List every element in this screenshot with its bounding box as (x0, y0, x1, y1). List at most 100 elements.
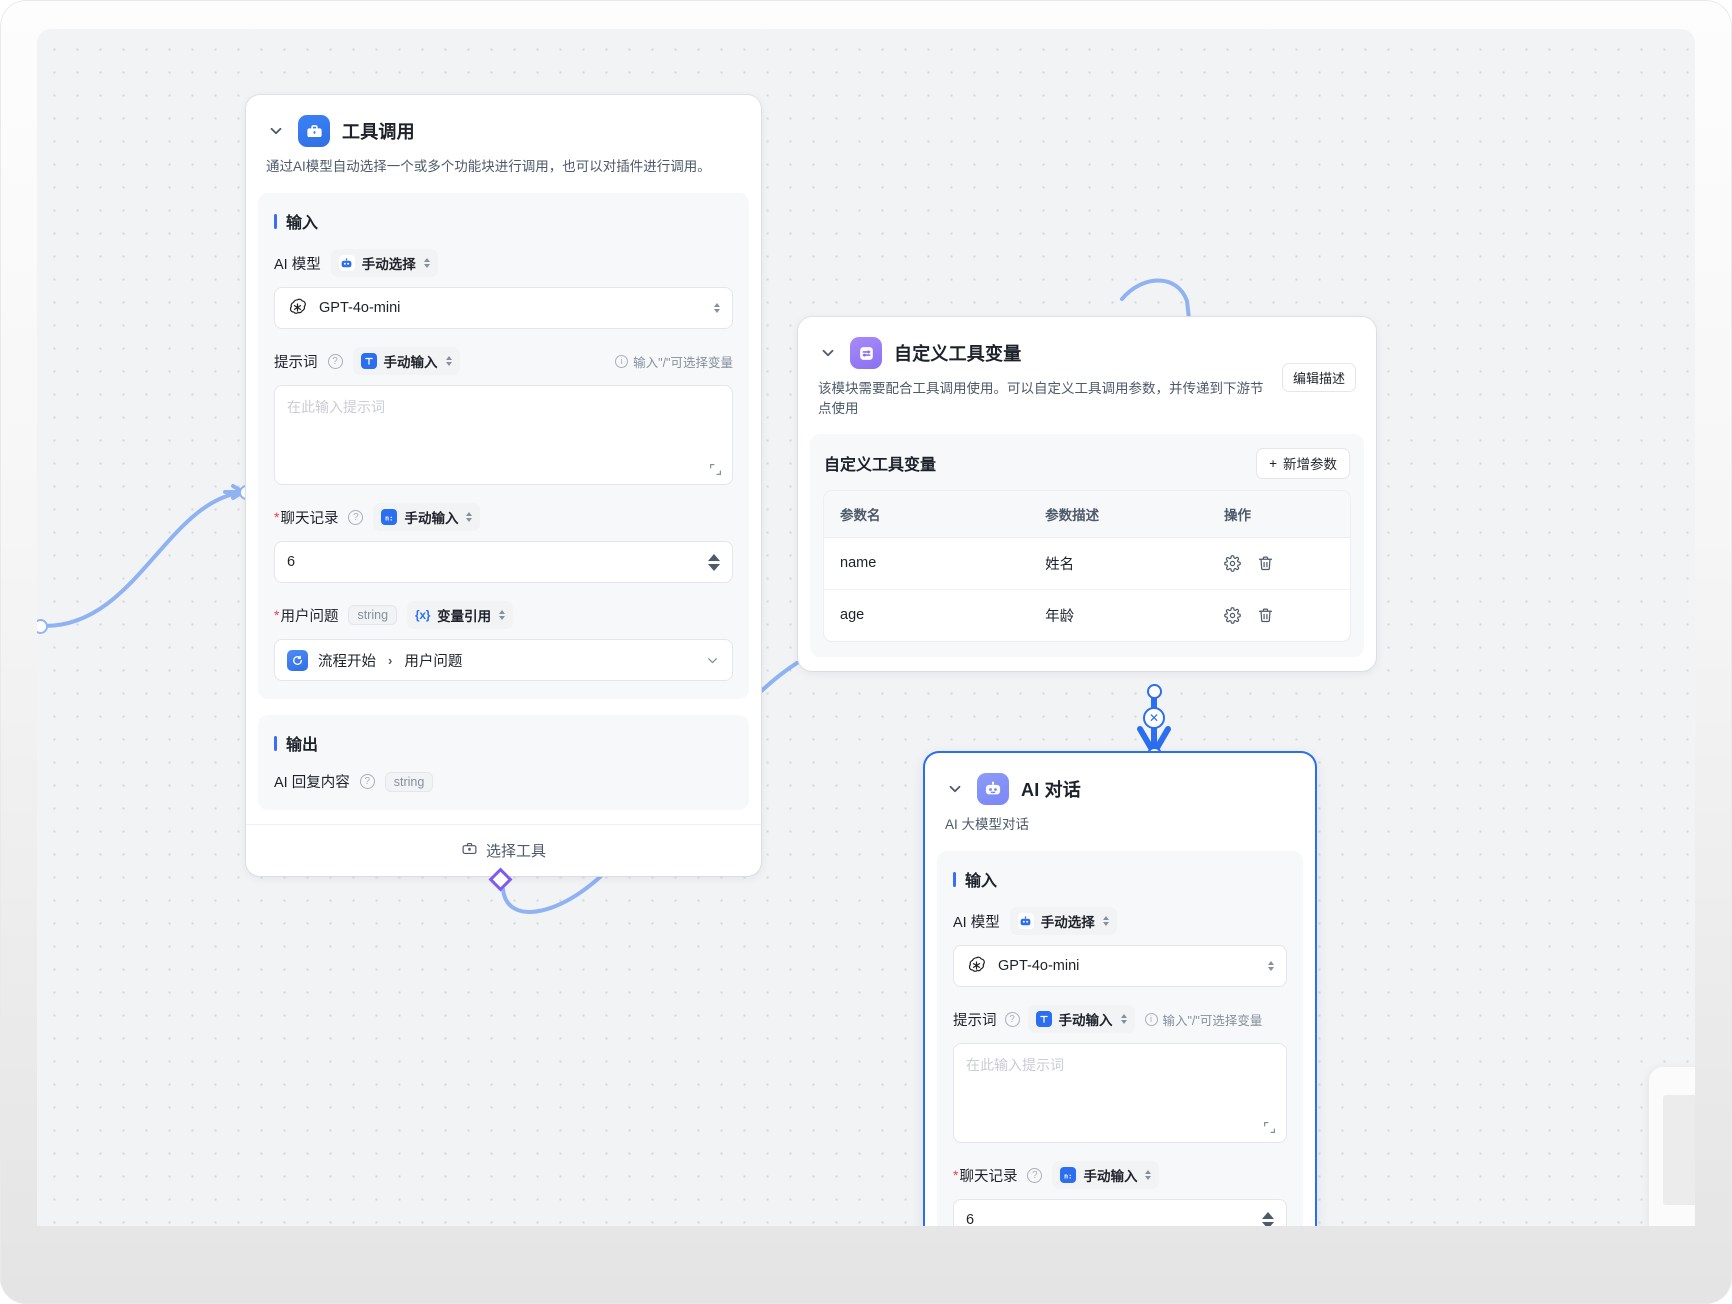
user-question-variable-select[interactable]: 流程开始 › 用户问题 (274, 639, 733, 682)
help-icon[interactable]: ? (1027, 1167, 1043, 1183)
ai-model-value: GPT-4o-mini (998, 958, 1080, 975)
section-label: 输入 (286, 215, 319, 233)
section-label: 输入 (965, 873, 998, 891)
right-side-panel[interactable] (1649, 1067, 1695, 1226)
close-icon: ✕ (1148, 711, 1160, 725)
prompt-mode-select[interactable]: 手动输入 (1027, 1005, 1135, 1034)
toolbox-icon (298, 115, 330, 147)
chat-history-input[interactable]: 6 (274, 541, 733, 584)
node-description: 该模块需要配合工具调用使用。可以自定义工具调用参数，并传递到下游节点使用 (818, 381, 1264, 417)
input-section: 输入 AI 模型 手动选择 (937, 851, 1303, 1226)
node-title: AI 对话 (1021, 780, 1082, 800)
custom-vars-subcard: 自定义工具变量 + 新增参数 参数名 参数描述 操作 (810, 433, 1364, 657)
edge-source-handle-left[interactable] (37, 619, 48, 634)
gear-icon[interactable] (1224, 554, 1241, 572)
ai-model-value-select[interactable]: GPT-4o-mini (274, 287, 733, 330)
collapse-chevron-icon[interactable] (266, 121, 286, 141)
output-section: 输出 AI 回复内容 ? string (258, 715, 749, 811)
select-tool-label: 选择工具 (485, 843, 546, 861)
edit-description-button[interactable]: 编辑描述 (1281, 363, 1356, 392)
text-input-badge-icon (1035, 1011, 1052, 1028)
node-description: AI 大模型对话 (945, 817, 1030, 832)
prompt-label: 提示词 (274, 354, 318, 371)
chevron-updown-icon[interactable] (713, 303, 720, 314)
table-row[interactable]: name 姓名 (824, 537, 1350, 590)
cell-param-name: name (824, 537, 1030, 590)
node-header: AI 对话 AI 大模型对话 (925, 753, 1315, 835)
number-input-badge-icon: n: (381, 509, 398, 526)
user-question-mode-select[interactable]: {x} 变量引用 (407, 601, 514, 630)
node-header: 自定义工具变量 该模块需要配合工具调用使用。可以自定义工具调用参数，并传递到下游… (798, 317, 1376, 420)
table-row[interactable]: age 年龄 (824, 589, 1350, 641)
gear-icon[interactable] (1224, 606, 1241, 624)
select-tool-button[interactable]: 选择工具 (246, 824, 761, 876)
prompt-hint: i 输入"/"可选择变量 (1144, 1010, 1263, 1029)
text-input-badge-icon (360, 353, 377, 370)
trash-icon[interactable] (1257, 555, 1274, 572)
collapse-chevron-icon[interactable] (818, 343, 838, 363)
prompt-textarea[interactable]: 在此输入提示词 (274, 385, 733, 486)
ai-model-mode-select[interactable]: 手动选择 (1009, 907, 1117, 936)
ai-reply-label: AI 回复内容 (274, 775, 350, 792)
prompt-mode-value: 手动输入 (1058, 1013, 1113, 1029)
chevron-down-icon[interactable] (705, 653, 720, 668)
chevron-updown-icon[interactable] (1267, 961, 1274, 972)
svg-text:n:: n: (385, 514, 393, 522)
node-header: 工具调用 通过AI模型自动选择一个或多个功能块进行调用，也可以对插件进行调用。 (246, 95, 761, 177)
plus-icon: + (1269, 455, 1277, 471)
remove-edge-button[interactable]: ✕ (1143, 707, 1165, 729)
chat-history-mode-select[interactable]: n: 手动输入 (1052, 1161, 1160, 1190)
ai-model-mode-select[interactable]: 手动选择 (330, 249, 438, 278)
prompt-label: 提示词 (953, 1012, 997, 1029)
workflow-canvas-screen[interactable]: 工具调用 通过AI模型自动选择一个或多个功能块进行调用，也可以对插件进行调用。 … (37, 29, 1695, 1226)
params-table: 参数名 参数描述 操作 name 姓名 (824, 490, 1350, 641)
help-icon[interactable]: ? (327, 353, 343, 369)
node-output-handle-custom-vars[interactable] (1147, 684, 1162, 699)
number-input-badge-icon: n: (1060, 1167, 1077, 1184)
add-param-button[interactable]: + 新增参数 (1256, 447, 1350, 479)
openai-icon (966, 955, 988, 977)
node-tool-call[interactable]: 工具调用 通过AI模型自动选择一个或多个功能块进行调用，也可以对插件进行调用。 … (246, 95, 761, 877)
node-ai-chat[interactable]: AI 对话 AI 大模型对话 输入 AI 模型 (925, 753, 1315, 1226)
trash-icon[interactable] (1257, 607, 1274, 624)
chat-history-mode-value: 手动输入 (1083, 1169, 1138, 1185)
section-label: 输出 (286, 737, 319, 755)
chat-history-mode-select[interactable]: n: 手动输入 (373, 503, 481, 532)
ref-node-name: 流程开始 (318, 653, 376, 670)
field-user-question: 用户问题 string {x} 变量引用 (274, 601, 733, 630)
cell-param-desc: 姓名 (1029, 537, 1208, 590)
chat-history-input[interactable]: 6 (953, 1199, 1287, 1226)
node-custom-tool-vars[interactable]: 自定义工具变量 该模块需要配合工具调用使用。可以自定义工具调用参数，并传递到下游… (798, 317, 1376, 671)
cell-param-desc: 年龄 (1045, 608, 1075, 625)
subcard-title: 自定义工具变量 (824, 457, 937, 474)
prompt-mode-select[interactable]: 手动输入 (352, 347, 460, 376)
user-question-label: 用户问题 (274, 605, 338, 626)
ai-model-value-select[interactable]: GPT-4o-mini (953, 945, 1287, 988)
expand-icon[interactable] (1263, 1121, 1276, 1134)
collapse-chevron-icon[interactable] (945, 779, 965, 799)
user-question-mode-value: 变量引用 (437, 609, 492, 625)
input-section: 输入 AI 模型 手动选择 (258, 193, 749, 700)
variable-ref-icon: {x} (415, 608, 431, 623)
robot-badge-icon (1017, 913, 1034, 930)
help-icon[interactable]: ? (359, 774, 375, 790)
chat-history-label: 聊天记录 (274, 507, 338, 528)
prompt-textarea[interactable]: 在此输入提示词 (953, 1043, 1287, 1144)
number-stepper[interactable] (1262, 1211, 1274, 1226)
expand-icon[interactable] (709, 463, 722, 476)
prompt-hint-text: 输入"/"可选择变量 (1162, 1013, 1263, 1028)
node-description: 通过AI模型自动选择一个或多个功能块进行调用，也可以对插件进行调用。 (266, 159, 711, 174)
chevron-updown-icon (1102, 916, 1109, 927)
ai-model-mode-value: 手动选择 (1040, 915, 1095, 931)
help-icon[interactable]: ? (1004, 1011, 1020, 1027)
chat-history-mode-value: 手动输入 (404, 511, 459, 527)
help-icon[interactable]: ? (348, 509, 364, 525)
input-section-title: 输入 (274, 209, 733, 233)
breadcrumb-separator-icon: › (388, 652, 393, 668)
info-icon: i (1144, 1012, 1158, 1026)
chat-history-label: 聊天记录 (953, 1165, 1017, 1186)
field-prompt: 提示词 ? 手动输入 i 输入"/"可选择变量 (953, 1005, 1287, 1034)
number-stepper[interactable] (708, 553, 720, 571)
field-chat-history: 聊天记录 ? n: 手动输入 (274, 503, 733, 532)
